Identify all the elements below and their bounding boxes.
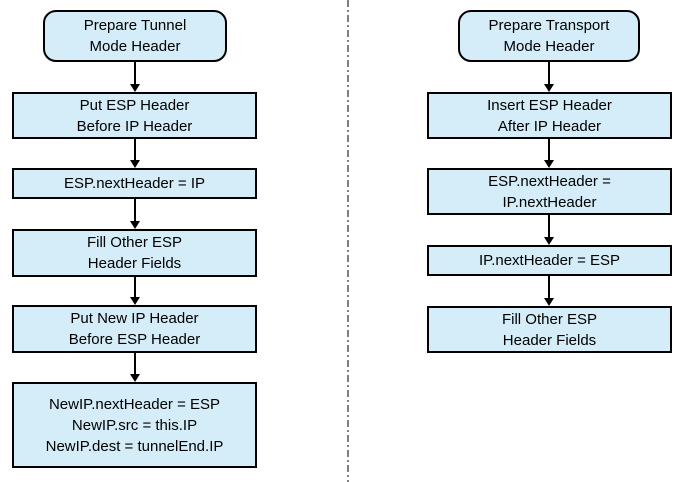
arrow-line [548, 62, 550, 84]
arrow-head [544, 298, 554, 306]
node-label: Fill Other ESP Header Fields [86, 234, 183, 272]
tunnel-step-node: Put ESP Header Before IP Header [12, 92, 257, 139]
arrow-line [134, 62, 136, 84]
tunnel-start-node: Prepare Tunnel Mode Header [43, 10, 227, 62]
node-label: Prepare Tunnel Mode Header [83, 17, 187, 55]
tunnel-step-node: ESP.nextHeader = IP [12, 168, 257, 199]
arrow-head [544, 237, 554, 245]
arrow-line [134, 199, 136, 221]
arrow-head [130, 160, 140, 168]
down-arrow-icon [130, 199, 140, 229]
node-label: Put ESP Header Before IP Header [76, 96, 193, 135]
transport-step-node: IP.nextHeader = ESP [427, 245, 672, 276]
transport-step-node: Fill Other ESP Header Fields [427, 306, 672, 353]
node-label: NewIP.nextHeader = ESP NewIP.src = this.… [45, 395, 224, 455]
tunnel-step-node: NewIP.nextHeader = ESP NewIP.src = this.… [12, 382, 257, 468]
node-label: Put New IP Header Before ESP Header [68, 310, 201, 348]
node-label: Fill Other ESP Header Fields [501, 310, 598, 349]
transport-step-node: Insert ESP Header After IP Header [427, 92, 672, 139]
arrow-head [130, 297, 140, 305]
transport-step-node: ESP.nextHeader = IP.nextHeader [427, 168, 672, 215]
down-arrow-icon [130, 139, 140, 168]
down-arrow-icon [130, 277, 140, 305]
arrow-line [548, 215, 550, 237]
down-arrow-icon [544, 276, 554, 306]
tunnel-step-node: Put New IP Header Before ESP Header [12, 305, 257, 353]
arrow-head [544, 84, 554, 92]
column-divider-line [347, 0, 349, 482]
down-arrow-icon [130, 353, 140, 382]
arrow-line [134, 277, 136, 297]
arrow-head [130, 84, 140, 92]
down-arrow-icon [544, 139, 554, 168]
tunnel-step-node: Fill Other ESP Header Fields [12, 229, 257, 277]
node-label: ESP.nextHeader = IP.nextHeader [488, 172, 611, 211]
arrow-line [134, 353, 136, 374]
arrow-head [130, 221, 140, 229]
node-label: Insert ESP Header After IP Header [487, 96, 612, 135]
node-label: Prepare Transport Mode Header [488, 17, 610, 55]
arrow-line [548, 276, 550, 298]
down-arrow-icon [130, 62, 140, 92]
arrow-line [548, 139, 550, 160]
down-arrow-icon [544, 215, 554, 245]
arrow-line [134, 139, 136, 160]
transport-start-node: Prepare Transport Mode Header [458, 10, 640, 62]
down-arrow-icon [544, 62, 554, 92]
node-label: IP.nextHeader = ESP [478, 252, 621, 269]
arrow-head [544, 160, 554, 168]
node-label: ESP.nextHeader = IP [63, 175, 206, 192]
arrow-head [130, 374, 140, 382]
